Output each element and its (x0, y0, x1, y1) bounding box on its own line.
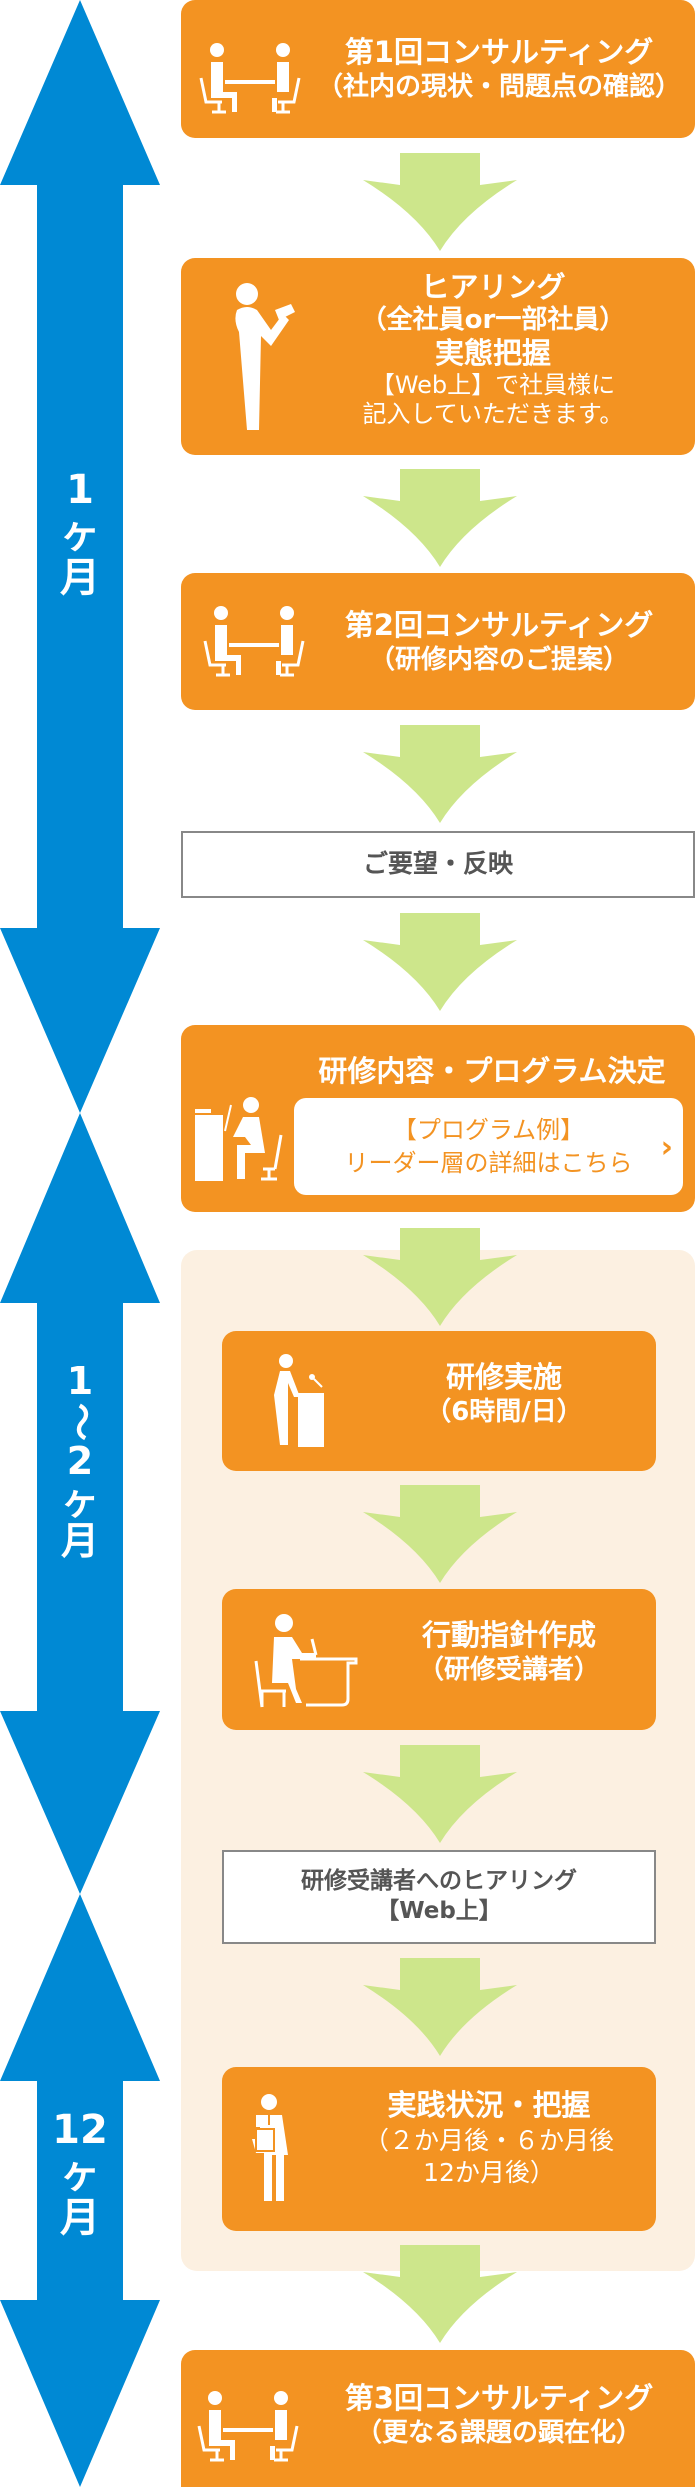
step-subtitle: （社内の現状・問題点の確認） (316, 72, 681, 103)
period-3-line: 月 (60, 2195, 100, 2241)
step-title-2: 実態把握 (434, 335, 551, 370)
meeting-icon (203, 604, 305, 677)
step-hearing: ヒアリング （全社員or一部社員） 実態把握 【Web上】で社員様に 記入してい… (181, 258, 695, 455)
period-1-line: 1 (66, 467, 94, 513)
flow-arrow (363, 1485, 517, 1583)
request-reflection-box: ご要望・反映 (181, 831, 695, 898)
trainee-hearing-line-1: 研修受講者へのヒアリング (301, 1868, 577, 1895)
meeting-icon (199, 41, 301, 114)
step-title: ヒアリング (420, 270, 566, 304)
step-subtitle: （全社員or一部社員） (360, 304, 626, 335)
step-subtitle: （２か月後・６か月後 (363, 2125, 614, 2155)
step-note: 記入していただきます。 (362, 399, 624, 428)
lecturer-icon (274, 1354, 324, 1447)
period-label-3: 12 ヶ 月 (37, 2108, 123, 2240)
period-1-line: 月 (60, 555, 100, 601)
flow-arrow (363, 725, 517, 823)
period-label-1: 1 ヶ 月 (37, 468, 123, 600)
step-subtitle: （更なる課題の顕在化） (355, 2418, 642, 2449)
period-2-line: 2 (66, 1438, 94, 1483)
period-label-2: 1 〜 2 ヶ 月 (37, 1359, 123, 1563)
flow-arrow (363, 913, 517, 1011)
step-title: 第2回コンサルティング (344, 608, 654, 642)
step-title: 研修内容・プログラム決定 (318, 1054, 666, 1088)
flow-arrow (363, 1745, 517, 1843)
step-title: 第1回コンサルティング (344, 35, 654, 69)
step-note: 【Web上】で社員様に (370, 370, 616, 399)
writing-icon (254, 1614, 358, 1708)
flow-arrow (363, 1228, 517, 1326)
chevron-right-icon: › (660, 1130, 673, 1165)
timeline-arrows (0, 0, 160, 2487)
flow-arrow (363, 469, 517, 567)
step-consultation-3: 第3回コンサルティング （更なる課題の顕在化） (181, 2350, 695, 2487)
program-example-link[interactable]: 【プログラム例】 リーダー層の詳細はこちら › (294, 1098, 683, 1195)
person-reading-icon (235, 283, 295, 430)
period-arrow-2 (0, 1113, 160, 1894)
step-subtitle: 12か月後） (423, 2158, 555, 2188)
meeting-icon (197, 2389, 299, 2462)
step-title: 第3回コンサルティング (344, 2381, 654, 2415)
step-subtitle: （研修受講者） (417, 1655, 600, 1686)
period-2-line: 〜 (58, 1402, 103, 1441)
period-3-line: 12 (52, 2107, 108, 2153)
period-2-line: 月 (60, 1518, 99, 1563)
period-arrow-3 (0, 1894, 160, 2487)
trainee-hearing-line-2: 【Web上】 (376, 1898, 502, 1924)
step-title: 実践状況・把握 (387, 2088, 591, 2122)
period-2-line: 1 (66, 1359, 94, 1403)
step-title: 行動指針作成 (421, 1618, 596, 1652)
period-1-line: ヶ (60, 511, 100, 557)
clipboard-person-icon (252, 2094, 288, 2201)
step-training: 研修実施 （6時間/日） (222, 1331, 656, 1471)
request-label: ご要望・反映 (362, 849, 513, 879)
trainee-hearing-box: 研修受講者へのヒアリング 【Web上】 (222, 1850, 656, 1944)
period-3-line: ヶ (60, 2151, 100, 2197)
flow-arrow (363, 153, 517, 251)
period-arrow-1 (0, 0, 160, 1113)
step-title: 研修実施 (445, 1360, 562, 1394)
step-subtitle: （6時間/日） (425, 1397, 583, 1428)
link-line-2: リーダー層の詳細はこちら (344, 1148, 633, 1177)
period-2-line: ヶ (60, 1478, 99, 1523)
link-line-1: 【プログラム例】 (392, 1116, 585, 1145)
step-practice-check: 実践状況・把握 （２か月後・６か月後 12か月後） (222, 2067, 656, 2231)
step-consultation-1: 第1回コンサルティング （社内の現状・問題点の確認） (181, 0, 695, 138)
step-action-guideline: 行動指針作成 （研修受講者） (222, 1589, 656, 1730)
desk-worker-icon (195, 1097, 283, 1181)
flow-arrow (363, 1958, 517, 2056)
flow-arrow (363, 2245, 517, 2343)
step-subtitle: （研修内容のご提案） (368, 645, 629, 676)
step-consultation-2: 第2回コンサルティング （研修内容のご提案） (181, 573, 695, 710)
